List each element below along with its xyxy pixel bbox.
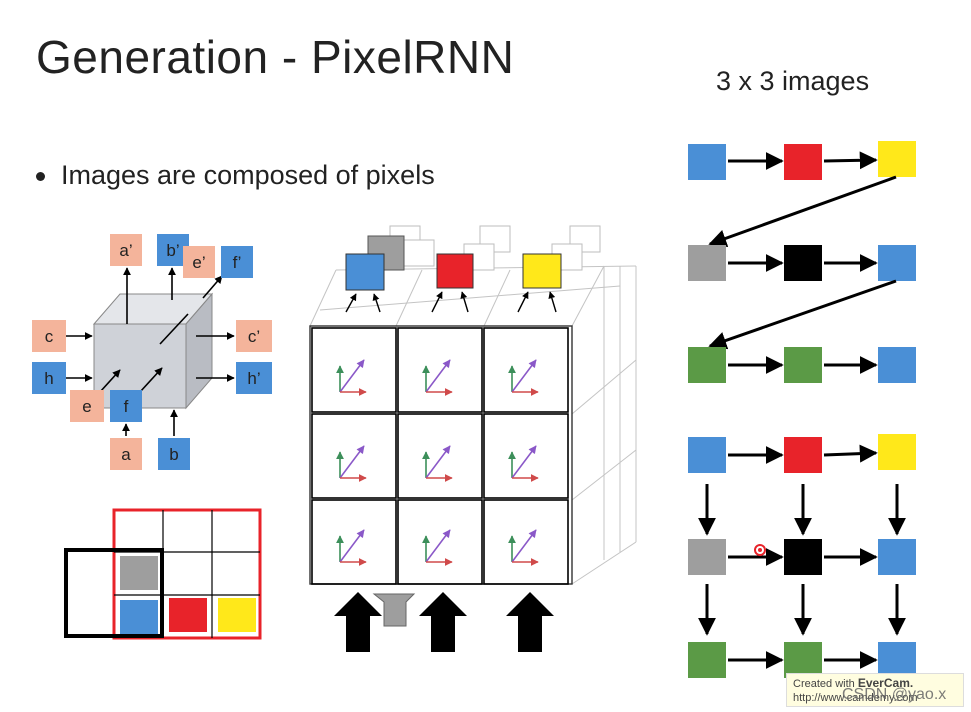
label-a-prime-text: a’ xyxy=(119,241,132,260)
label-h xyxy=(32,362,66,394)
label-f xyxy=(110,390,142,422)
label-b xyxy=(158,438,190,470)
bullet-dot-icon xyxy=(36,172,45,181)
label-b-text: b xyxy=(169,445,178,464)
label-f-prime-text: f’ xyxy=(233,253,242,272)
label-b-prime-text: b’ xyxy=(166,241,179,260)
input-arrow-3 xyxy=(506,592,554,652)
stack-output-blue xyxy=(345,253,385,291)
bullet-item: Images are composed of pixels xyxy=(36,160,435,191)
input-arrow-gray xyxy=(372,593,416,627)
csdn-watermark: CSDN @yao.x xyxy=(842,686,947,703)
input-arrow-1 xyxy=(334,592,382,652)
label-a-text: a xyxy=(121,445,131,464)
label-a-prime xyxy=(110,234,142,266)
label-e-text: e xyxy=(82,397,91,416)
label-e-prime-text: e’ xyxy=(192,253,205,272)
pixel-red xyxy=(169,598,207,632)
pixel-blue xyxy=(120,600,158,634)
label-c-prime xyxy=(236,320,272,352)
label-c-text: c xyxy=(45,327,54,346)
label-a xyxy=(110,438,142,470)
lstm-cell-diagram: a’ b’ e’ f’ c h c’ h’ e f a b xyxy=(32,234,272,470)
watermark-url: http://www.camdemy.com xyxy=(793,692,918,704)
pixel-yellow xyxy=(218,598,256,632)
pixel-gray xyxy=(120,556,158,590)
pixelrnn-3d-stack xyxy=(309,225,637,652)
cursor-indicator xyxy=(754,544,766,556)
receptive-field-grid xyxy=(64,508,262,640)
label-c-prime-text: c’ xyxy=(248,327,260,346)
input-arrow-2 xyxy=(419,592,467,652)
label-e-prime xyxy=(183,246,215,278)
grid-dependency-order xyxy=(688,434,916,678)
slide-title: Generation - PixelRNN xyxy=(36,31,515,83)
raster-scan-order xyxy=(688,141,916,383)
watermark-prefix: Created with xyxy=(793,678,855,690)
label-f-text: f xyxy=(124,397,129,416)
evercam-watermark: Created with EverCam. http://www.camdemy… xyxy=(786,673,964,707)
label-e xyxy=(70,390,104,422)
label-c xyxy=(32,320,66,352)
stack-output-red xyxy=(436,253,474,289)
slide-subtitle: 3 x 3 images xyxy=(716,66,870,96)
stack-output-yellow xyxy=(522,253,562,289)
bullet-text: Images are composed of pixels xyxy=(61,160,435,190)
label-h-prime xyxy=(236,362,272,394)
label-h-prime-text: h’ xyxy=(247,369,260,388)
label-h-text: h xyxy=(44,369,53,388)
label-f-prime xyxy=(221,246,253,278)
watermark-brand: EverCam. xyxy=(857,676,914,690)
